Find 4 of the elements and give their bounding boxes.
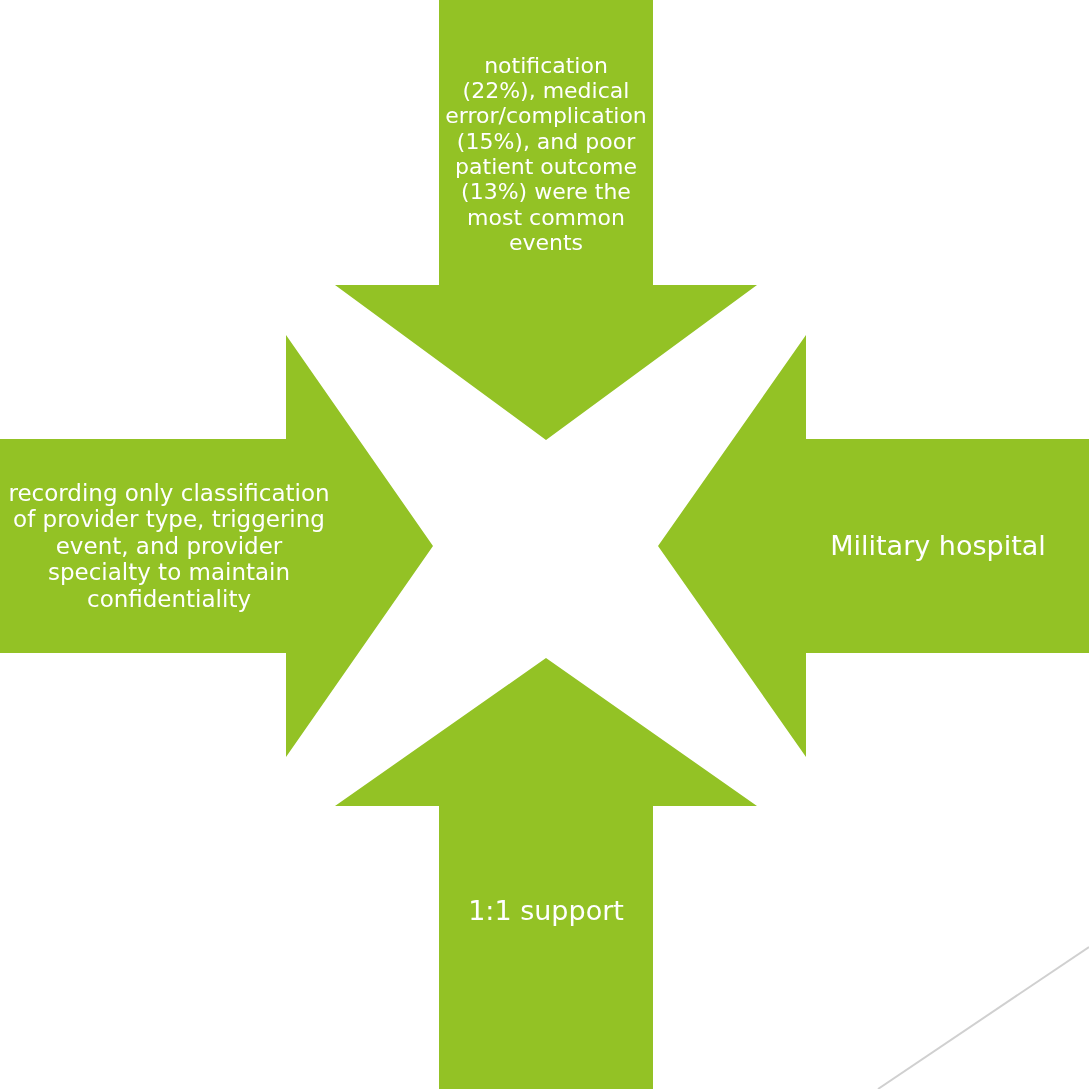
arrow-text: Military hospital bbox=[829, 529, 1047, 564]
arrow-text: 1:1 support bbox=[467, 894, 625, 929]
arrow-text: notification (22%), medical error/complication (15%), and poor patient outcome (13%) were the most common events bbox=[446, 51, 646, 257]
arrow-text: recording only classification of provider type, triggering event, and provider specialty to maintain confidentiality bbox=[7, 478, 331, 614]
